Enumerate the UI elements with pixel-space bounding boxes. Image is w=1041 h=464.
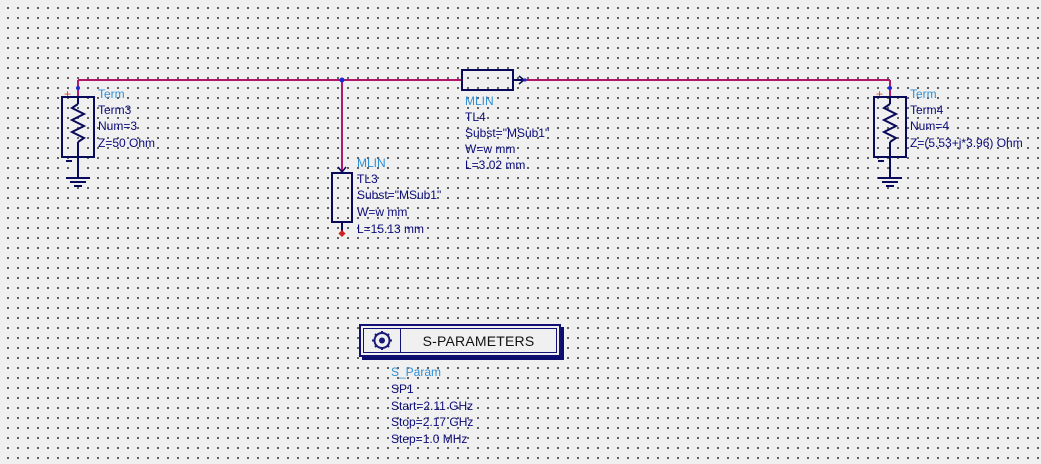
sparam-name-label: SP1 bbox=[391, 382, 414, 396]
term4-component[interactable]: + bbox=[873, 86, 907, 187]
term4-impedance-label: Z=(5.53+j*3.96) Ohm bbox=[910, 136, 1023, 150]
sparam-step-label: Step=1.0 MHz bbox=[391, 432, 467, 446]
term4-name-label: Term4 bbox=[910, 103, 944, 117]
term3-plus: + bbox=[64, 87, 71, 101]
tl3-width-label: W=w mm bbox=[357, 205, 407, 219]
tl4-width-label: W=w mm bbox=[465, 142, 515, 156]
wire-net[interactable] bbox=[77, 77, 891, 173]
term4-type-label: Term bbox=[910, 87, 937, 101]
tl4-length-label: L=3.02 mm bbox=[465, 158, 525, 172]
tl3-component[interactable] bbox=[331, 166, 353, 238]
tl4-type-label: MLIN bbox=[465, 94, 494, 108]
term3-name-label: Term3 bbox=[98, 103, 132, 117]
term3-type-label: Term bbox=[98, 87, 125, 101]
tl3-length-label: L=15.13 mm bbox=[357, 222, 424, 236]
tl4-component[interactable] bbox=[461, 69, 527, 91]
tl3-subst-label: Subst="MSub1" bbox=[357, 188, 441, 202]
term4-plus: + bbox=[876, 87, 883, 101]
tl4-name-label: TL4 bbox=[465, 110, 486, 124]
tl3-type-label: MLIN bbox=[357, 156, 386, 170]
sparam-start-label: Start=2.11 GHz bbox=[391, 399, 473, 413]
tl3-name-label: TL3 bbox=[357, 172, 378, 186]
term3-component[interactable]: + bbox=[61, 86, 95, 187]
sparam-icon-box bbox=[363, 328, 401, 353]
sparam-stop-label: Stop=2.17 GHz bbox=[391, 415, 473, 429]
sparam-type-label: S_Param bbox=[391, 365, 441, 379]
term3-num-label: Num=3 bbox=[98, 119, 137, 133]
s-parameters-block[interactable]: S-PARAMETERS bbox=[359, 324, 561, 357]
term3-impedance-label: Z=50 Ohm bbox=[98, 136, 155, 150]
term4-num-label: Num=4 bbox=[910, 119, 949, 133]
tl3-open-port[interactable] bbox=[338, 229, 346, 238]
junction-dot bbox=[339, 77, 345, 83]
network-analyzer-icon bbox=[372, 331, 392, 350]
sparam-panel-title: S-PARAMETERS bbox=[401, 328, 557, 353]
tl4-subst-label: Subst="MSub1" bbox=[465, 126, 549, 140]
